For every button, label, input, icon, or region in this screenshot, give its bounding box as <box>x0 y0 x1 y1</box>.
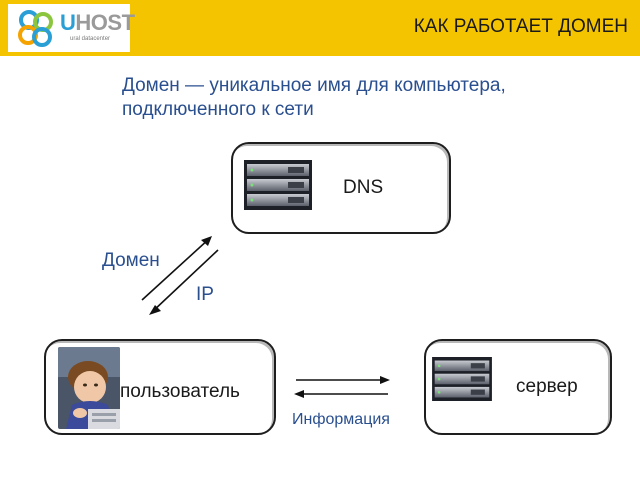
server-rack-icon <box>432 357 492 401</box>
arrow-head-to-user-info <box>294 390 304 398</box>
arrow-to-dns <box>141 237 211 301</box>
arrow-to-user <box>151 249 219 313</box>
arrow-head-to-dns <box>201 236 212 246</box>
page-title: КАК РАБОТАЕТ ДОМЕН <box>413 16 628 37</box>
server-node: сервер <box>424 339 612 435</box>
arrow-head-to-user <box>149 305 161 315</box>
information-arrow-label: Информация <box>292 411 390 428</box>
ip-arrow-label: IP <box>196 284 214 305</box>
logo: UHOST ural datacenter <box>8 4 135 52</box>
dns-label: DNS <box>343 177 384 198</box>
subtitle: Домен — уникальное имя для компьютера, п… <box>122 75 506 120</box>
domain-ip-arrows <box>141 236 219 315</box>
user-label: пользователь <box>120 381 240 402</box>
user-node: пользователь <box>44 339 276 435</box>
server-label: сервер <box>516 376 578 397</box>
domain-arrow-label: Домен <box>102 250 160 271</box>
logo-icon <box>18 10 53 47</box>
arrow-head-to-server <box>380 376 390 384</box>
logo-text: UHOST <box>60 10 135 35</box>
child-photo <box>58 347 120 429</box>
header-bar: UHOST ural datacenter КАК РАБОТАЕТ ДОМЕН <box>0 0 640 56</box>
logo-subtext: ural datacenter <box>70 36 111 42</box>
server-rack-icon <box>244 160 312 210</box>
information-arrows <box>294 376 390 398</box>
dns-node: DNS <box>231 142 451 234</box>
